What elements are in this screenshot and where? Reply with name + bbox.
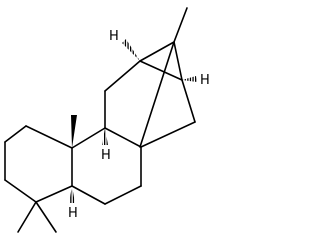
bond bbox=[35, 185, 73, 203]
methyl-wedge-bond bbox=[71, 115, 77, 148]
ring-c-bonds bbox=[104, 41, 196, 148]
bond bbox=[173, 41, 183, 81]
gem-dimethyl-bonds bbox=[17, 201, 57, 233]
bond bbox=[139, 41, 175, 62]
bond bbox=[4, 125, 27, 143]
bond bbox=[104, 185, 142, 205]
methyl-bond bbox=[173, 7, 188, 43]
hydrogen-label: H bbox=[200, 73, 210, 88]
bond bbox=[25, 125, 73, 149]
bond bbox=[104, 127, 142, 148]
bond bbox=[140, 121, 196, 148]
hashed-wedge-bond bbox=[69, 186, 75, 203]
bond bbox=[139, 41, 175, 148]
bond bbox=[4, 179, 37, 203]
hydrogen-label: H bbox=[68, 206, 78, 221]
bond bbox=[71, 127, 106, 149]
methyl-bond bbox=[17, 201, 37, 233]
hydrogen-label: H bbox=[101, 148, 111, 163]
hashed-wedge-bond bbox=[122, 39, 140, 61]
hydrogen-label: H bbox=[109, 29, 119, 44]
methyl-bond bbox=[35, 201, 57, 233]
chemical-structure-figure: H H H H bbox=[4, 7, 210, 233]
bond bbox=[181, 79, 196, 123]
hashed-wedge-bond bbox=[102, 128, 108, 145]
bond bbox=[71, 185, 106, 205]
structure-diagram: H H H H bbox=[4, 7, 210, 233]
ring-a-bonds bbox=[4, 125, 73, 203]
ring-b-bonds bbox=[71, 127, 142, 205]
hashed-wedge-bond bbox=[182, 76, 197, 82]
bond bbox=[104, 60, 141, 92]
bond bbox=[139, 60, 183, 81]
